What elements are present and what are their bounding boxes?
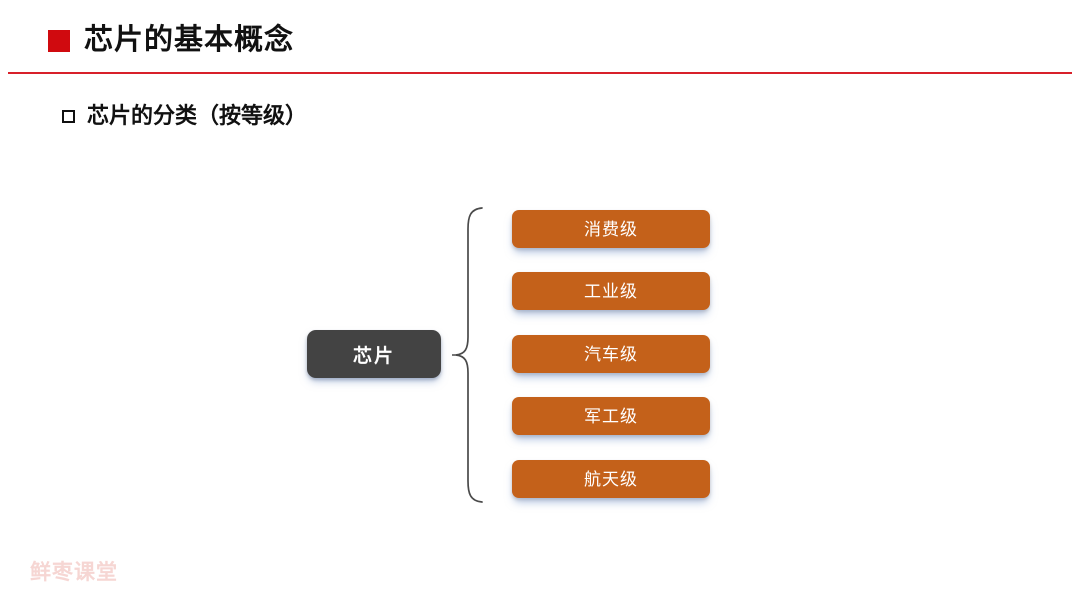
leaf-label: 工业级: [584, 281, 638, 301]
curly-brace-icon: [452, 207, 483, 503]
subheading: 芯片的分类（按等级）: [62, 105, 307, 127]
leaf-label: 汽车级: [584, 344, 638, 364]
page-title: 芯片的基本概念: [48, 26, 294, 55]
title-divider: [8, 72, 1072, 74]
footer-watermark: 鲜枣课堂: [30, 561, 118, 584]
leaf-label: 消费级: [584, 219, 638, 239]
list-item[interactable]: 消费级: [512, 210, 710, 248]
list-item[interactable]: 汽车级: [512, 335, 710, 373]
page-title-text: 芯片的基本概念: [84, 24, 295, 56]
subheading-text: 芯片的分类（按等级）: [87, 103, 308, 128]
filled-square-bullet-icon: [48, 29, 70, 52]
diagram-root-label: 芯片: [352, 345, 395, 367]
leaf-label: 航天级: [584, 469, 638, 489]
list-item[interactable]: 军工级: [512, 397, 710, 435]
list-item[interactable]: 工业级: [512, 272, 710, 310]
hollow-square-bullet-icon: [62, 109, 75, 123]
list-item[interactable]: 航天级: [512, 460, 710, 498]
leaf-label: 军工级: [584, 406, 638, 426]
diagram-root-node[interactable]: 芯片: [307, 330, 441, 378]
